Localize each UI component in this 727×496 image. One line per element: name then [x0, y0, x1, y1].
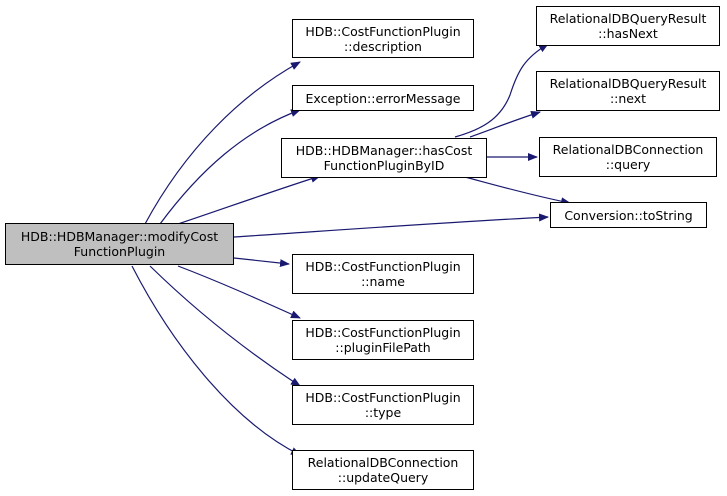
node-description-line-2: ::description	[344, 38, 422, 54]
edge-root-pluginFilePath	[177, 265, 301, 319]
node-cost-function-plugin-name[interactable]: HDB::CostFunctionPlugin ::name	[292, 254, 474, 294]
node-conversion-to-string[interactable]: Conversion::toString	[550, 202, 707, 228]
node-root-line-1: HDB::HDBManager::modifyCost	[20, 229, 219, 244]
node-next-line-2: ::next	[609, 91, 647, 106]
node-has-cost-line-2: FunctionPluginByID	[323, 158, 445, 173]
node-description-line-1: HDB::CostFunctionPlugin	[305, 23, 461, 39]
node-has-cost-line-1: HDB::HDBManager::hasCost	[295, 143, 473, 158]
node-exception-error-message[interactable]: Exception::errorMessage	[292, 85, 474, 111]
edge-root-toString	[233, 213, 549, 238]
node-relational-db-connection-query[interactable]: RelationalDBConnection ::query	[539, 137, 717, 177]
edge-root-hasCost	[177, 174, 321, 225]
node-relational-db-query-result-has-next[interactable]: RelationalDBQueryResult ::hasNext	[536, 6, 720, 46]
node-type-line-1: HDB::CostFunctionPlugin	[305, 390, 461, 405]
edge-root-description	[144, 61, 301, 225]
node-has-next-line-1: RelationalDBQueryResult	[549, 11, 707, 26]
node-has-cost-function-plugin-by-id[interactable]: HDB::HDBManager::hasCost FunctionPluginB…	[281, 138, 487, 178]
node-type-line-2: ::type	[364, 405, 402, 420]
edge-hasCost-next	[469, 110, 541, 138]
node-root-line-2: FunctionPlugin	[73, 244, 166, 259]
node-cost-function-plugin-type[interactable]: HDB::CostFunctionPlugin ::type	[292, 385, 474, 425]
node-relational-db-connection-update-query[interactable]: RelationalDBConnection ::updateQuery	[292, 450, 474, 490]
node-update-query-line-2: ::updateQuery	[337, 470, 429, 485]
node-to-string-line-1: Conversion::toString	[564, 207, 693, 223]
node-plugin-file-path-line-2: ::pluginFilePath	[335, 340, 431, 355]
edge-root-updateQuery	[131, 265, 301, 456]
node-query-line-1: RelationalDBConnection	[552, 142, 704, 157]
node-update-query-line-1: RelationalDBConnection	[307, 455, 459, 470]
edge-hasCost-toString	[464, 176, 571, 206]
node-relational-db-query-result-next[interactable]: RelationalDBQueryResult ::next	[536, 71, 720, 111]
node-cost-function-plugin-description[interactable]: HDB::CostFunctionPlugin ::description	[292, 19, 474, 58]
node-modify-cost-function-plugin: HDB::HDBManager::modifyCost FunctionPlug…	[5, 223, 234, 265]
edge-root-errorMessage	[159, 109, 301, 225]
edge-root-name	[233, 257, 290, 268]
edge-root-type	[149, 265, 301, 387]
node-error-message-line-1: Exception::errorMessage	[305, 90, 461, 106]
node-name-line-1: HDB::CostFunctionPlugin	[305, 259, 461, 274]
node-query-line-2: ::query	[605, 157, 651, 172]
node-next-line-1: RelationalDBQueryResult	[549, 76, 707, 91]
node-plugin-file-path-line-1: HDB::CostFunctionPlugin	[305, 325, 461, 340]
node-has-next-line-2: ::hasNext	[598, 26, 658, 41]
node-name-line-2: ::name	[361, 274, 405, 289]
edge-hasCost-hasNext	[454, 43, 549, 138]
node-cost-function-plugin-file-path[interactable]: HDB::CostFunctionPlugin ::pluginFilePath	[292, 320, 474, 360]
